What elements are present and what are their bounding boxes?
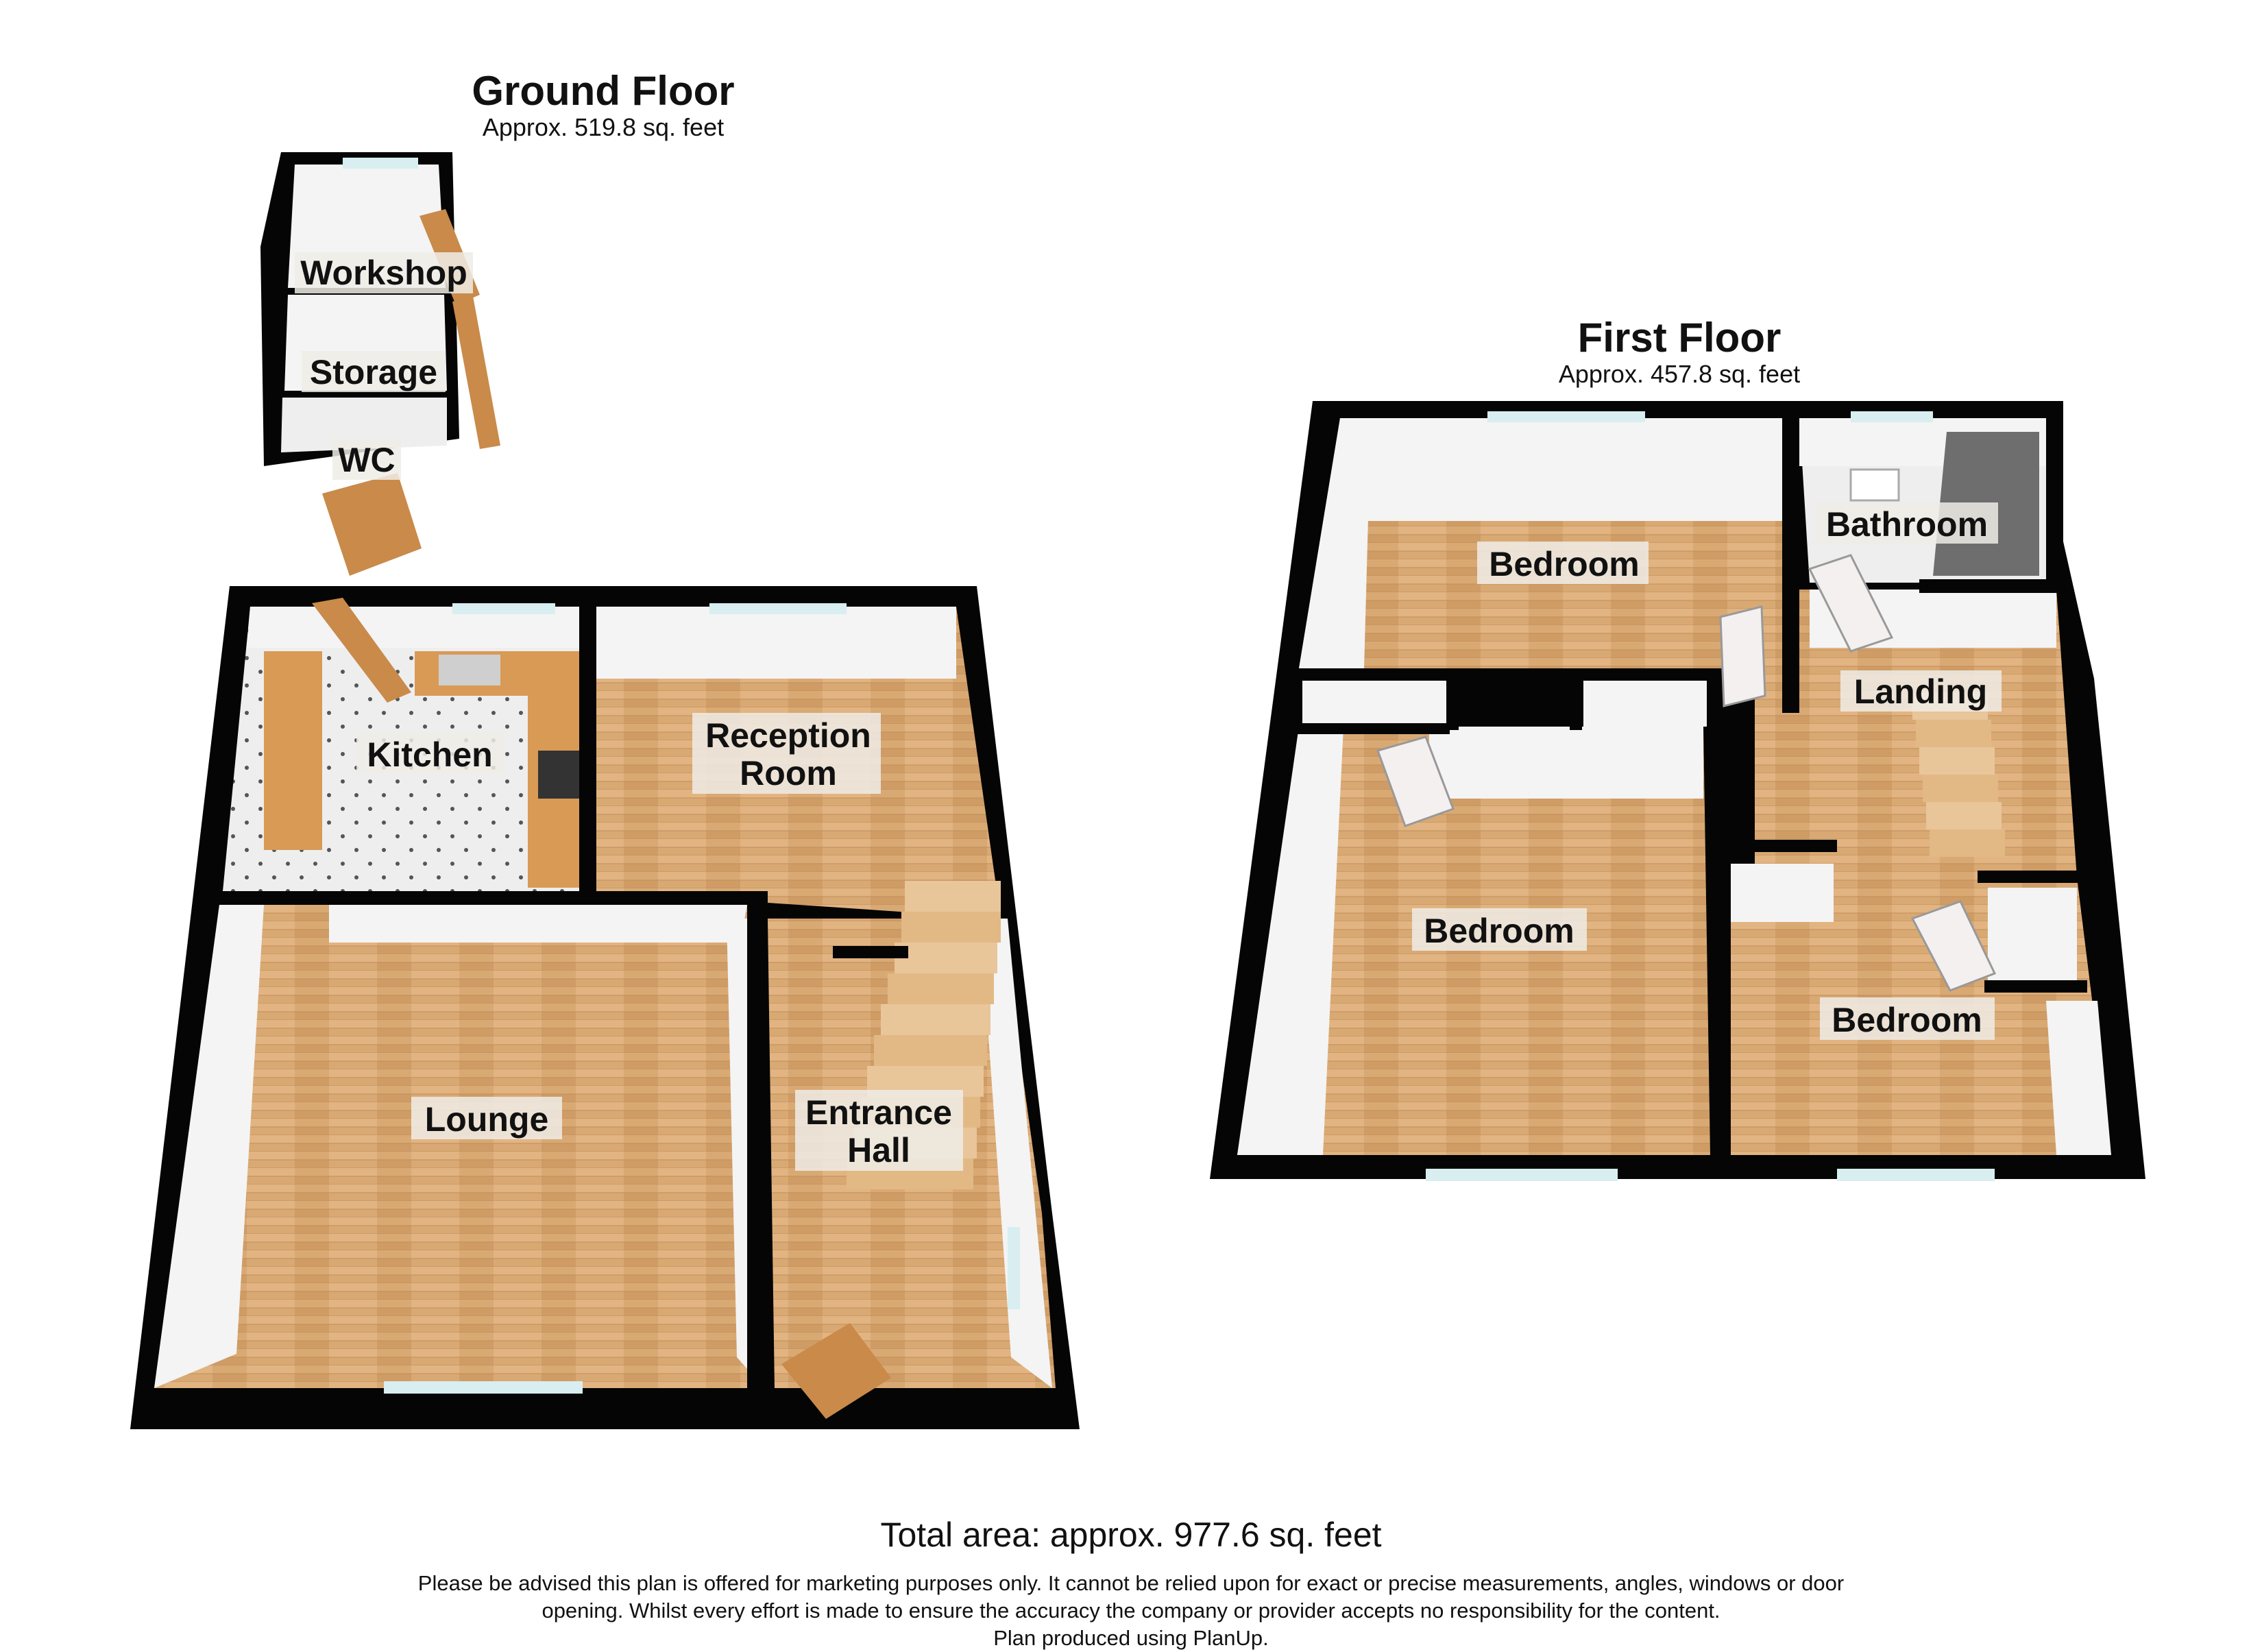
bathroom-landing-wall: [1919, 579, 2063, 593]
kitchen-window: [452, 603, 555, 614]
room-label-bathroom: Bathroom: [1826, 505, 1988, 544]
wardrobe-right: [1583, 679, 1707, 727]
lounge-wall-top: [329, 905, 747, 943]
bedroom1-bedroom2-wall: [1292, 668, 1717, 681]
lounge-area: [154, 905, 764, 1388]
room-label-wc: WC: [338, 441, 395, 479]
disclaimer-line-1: Please be advised this plan is offered f…: [417, 1571, 1845, 1595]
room-label-entrance-line2: Hall: [847, 1131, 910, 1169]
total-area: Total area: approx. 977.6 sq. feet: [880, 1516, 1382, 1554]
entrance-window: [1008, 1227, 1020, 1309]
bedroom-1-window: [1487, 411, 1645, 422]
bedroom2-bedroom3-wall: [1710, 840, 1731, 1162]
wardrobe-left: [1302, 679, 1446, 727]
lounge-window: [384, 1381, 583, 1394]
bedroom-2-door: [1376, 736, 1455, 827]
reception-wall-face: [596, 607, 956, 679]
landing-bedroom3-wall: [1727, 840, 1837, 852]
ground-floor-area: Approx. 519.8 sq. feet: [482, 113, 725, 141]
bedroom-1-door: [1719, 605, 1766, 707]
reception-hall-wall: [833, 946, 908, 958]
room-label-bedroom-3: Bedroom: [1832, 1001, 1982, 1039]
storage-door: [452, 296, 500, 449]
bedroom-2-wall-left: [1237, 727, 1343, 1155]
wc-area: [281, 398, 447, 452]
room-label-reception-line2: Room: [740, 754, 837, 792]
room-label-workshop: Workshop: [300, 254, 467, 292]
bedroom-3-wall-face: [1731, 864, 1834, 922]
first-floor-area: Approx. 457.8 sq. feet: [1558, 360, 1801, 388]
ground-floor-plan: Workshop Storage WC Kitchen Reception Ro…: [130, 152, 1080, 1429]
bathroom-door: [1808, 554, 1894, 653]
kitchen-back-door: [312, 598, 411, 703]
room-label-lounge: Lounge: [425, 1100, 549, 1139]
first-floor-plan: Bedroom Bathroom Landing Bedroom Bedroom: [1210, 401, 2145, 1181]
bedroom-2-window: [1426, 1169, 1618, 1181]
bedroom3-cupboard-wall-2: [1984, 980, 2087, 993]
wc-door: [322, 473, 422, 576]
kitchen-sink: [439, 655, 500, 685]
kitchen-hob: [538, 751, 579, 799]
bathroom-window: [1851, 411, 1933, 422]
disclaimer: Please be advised this plan is offered f…: [0, 1570, 2262, 1652]
lounge-wall-left: [154, 905, 264, 1388]
reception-window: [709, 603, 847, 614]
room-label-landing: Landing: [1854, 672, 1987, 711]
bathroom-basin: [1849, 468, 1900, 502]
room-label-bedroom-2: Bedroom: [1424, 912, 1574, 950]
bedroom-3-door: [1910, 900, 1997, 992]
front-door: [781, 1323, 891, 1419]
first-floor-stairs: [1912, 692, 2005, 857]
bedroom-3-wall-right: [2046, 1001, 2111, 1155]
disclaimer-line-3: Plan produced using PlanUp.: [993, 1626, 1269, 1650]
ground-floor-heading: Ground Floor Approx. 519.8 sq. feet: [398, 69, 809, 141]
bedroom1-bathroom-wall: [1782, 411, 1799, 713]
room-label-kitchen: Kitchen: [367, 736, 492, 774]
bedroom-1-wall-face: [1340, 418, 1782, 521]
wardrobe-divider-1: [1446, 675, 1459, 730]
kitchen-reception-wall: [579, 596, 596, 898]
outbuilding-window: [343, 158, 418, 169]
first-floor-heading: First Floor Approx. 457.8 sq. feet: [1474, 315, 1885, 388]
room-label-entrance-line1: Entrance: [805, 1093, 952, 1132]
bedroom-3-window: [1837, 1169, 1995, 1181]
bedroom-2-wall-top: [1429, 727, 1703, 799]
room-label-bedroom-1: Bedroom: [1489, 545, 1639, 583]
bedroom-3-cupboard: [1988, 888, 2077, 987]
bedroom-1-wall-left: [1299, 418, 1371, 668]
bedroom3-cupboard-wall: [1978, 871, 2080, 883]
ground-floor-title: Ground Floor: [472, 68, 735, 114]
entrance-wall-right: [980, 919, 1052, 1388]
disclaimer-line-2: opening. Whilst every effort is made to …: [542, 1599, 1720, 1623]
room-label-storage: Storage: [310, 353, 437, 391]
kitchen-lounge-wall: [219, 891, 768, 905]
wardrobe-divider-2: [1570, 675, 1582, 730]
room-label-reception-line1: Reception: [705, 716, 871, 755]
lounge-hall-wall: [747, 891, 768, 1388]
kitchen-worktop-left: [264, 651, 322, 850]
first-floor-title: First Floor: [1577, 315, 1781, 361]
bedroom2-wall-top: [1292, 723, 1450, 734]
